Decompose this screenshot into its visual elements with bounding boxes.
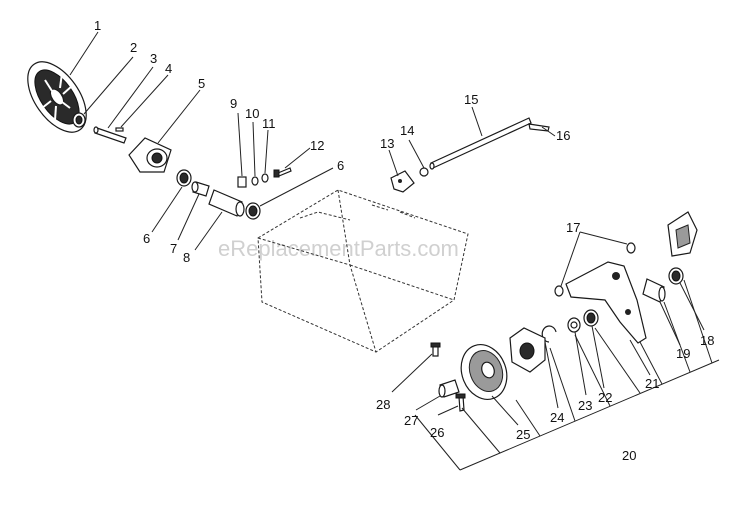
part-bracket-block[interactable]: [667, 211, 698, 257]
callout-17: 17: [566, 220, 580, 235]
part-9-small-sleeve[interactable]: [237, 176, 247, 188]
part-22-bearing[interactable]: [583, 309, 599, 327]
part-8-sleeve[interactable]: [208, 189, 245, 217]
part-17-bushing-left[interactable]: [554, 285, 564, 297]
callout-14: 14: [400, 123, 414, 138]
part-17-bushing-right[interactable]: [626, 242, 636, 254]
callout-21: 21: [645, 376, 659, 391]
callout-24: 24: [550, 410, 564, 425]
part-14-nut[interactable]: [419, 167, 429, 177]
watermark-text: eReplacementParts.com: [218, 236, 459, 261]
part-26-bolt[interactable]: [455, 393, 466, 412]
callout-6-left: 6: [143, 231, 150, 246]
part-25-pulley[interactable]: [454, 338, 514, 406]
callout-25: 25: [516, 427, 530, 442]
part-10-washer[interactable]: [251, 176, 259, 186]
callout-2: 2: [130, 40, 137, 55]
frame-housing: [257, 189, 469, 353]
callout-12: 12: [310, 138, 324, 153]
callout-27: 27: [404, 413, 418, 428]
part-1-fan-disc[interactable]: [16, 52, 98, 143]
part-6-bearing-left[interactable]: [176, 169, 192, 187]
callout-26: 26: [430, 425, 444, 440]
callout-numbers: 1 2 3 4 5 6 7 8 9 10 11 12 6 13 14 15 16…: [94, 18, 714, 463]
part-13-lever-plate[interactable]: [390, 170, 415, 193]
part-12-screw[interactable]: [273, 167, 292, 178]
part-27-shoulder-bolt[interactable]: [438, 379, 460, 398]
leader-lines: [69, 31, 720, 471]
callout-3: 3: [150, 51, 157, 66]
part-28-screw[interactable]: [430, 342, 441, 357]
part-6-bearing-right[interactable]: [245, 202, 261, 220]
callout-23: 23: [578, 398, 592, 413]
part-23-washer[interactable]: [567, 317, 581, 333]
callout-20: 20: [622, 448, 636, 463]
part-11-washer[interactable]: [261, 173, 269, 183]
part-4-key[interactable]: [115, 127, 124, 132]
callout-9: 9: [230, 96, 237, 111]
part-5-bearing-housing[interactable]: [128, 137, 172, 173]
callout-5: 5: [198, 76, 205, 91]
callout-19: 19: [676, 346, 690, 361]
callout-10: 10: [245, 106, 259, 121]
callout-16: 16: [556, 128, 570, 143]
part-21-bell-crank[interactable]: [565, 261, 647, 344]
callout-1: 1: [94, 18, 101, 33]
callout-6-right: 6: [337, 158, 344, 173]
callout-11: 11: [262, 116, 276, 131]
part-15-rod[interactable]: [429, 117, 532, 170]
part-3-shaft[interactable]: [93, 126, 127, 144]
part-19-sleeve[interactable]: [642, 278, 666, 303]
callout-7: 7: [170, 241, 177, 256]
callout-4: 4: [165, 61, 172, 76]
callout-22: 22: [598, 390, 612, 405]
callout-15: 15: [464, 92, 478, 107]
part-2-nut[interactable]: [72, 112, 86, 128]
callout-18: 18: [700, 333, 714, 348]
part-18-bearing[interactable]: [668, 267, 684, 285]
part-7-spacer[interactable]: [191, 181, 210, 197]
callout-8: 8: [183, 250, 190, 265]
part-hub-flange[interactable]: [509, 327, 546, 373]
callout-28: 28: [376, 397, 390, 412]
callout-13: 13: [380, 136, 394, 151]
